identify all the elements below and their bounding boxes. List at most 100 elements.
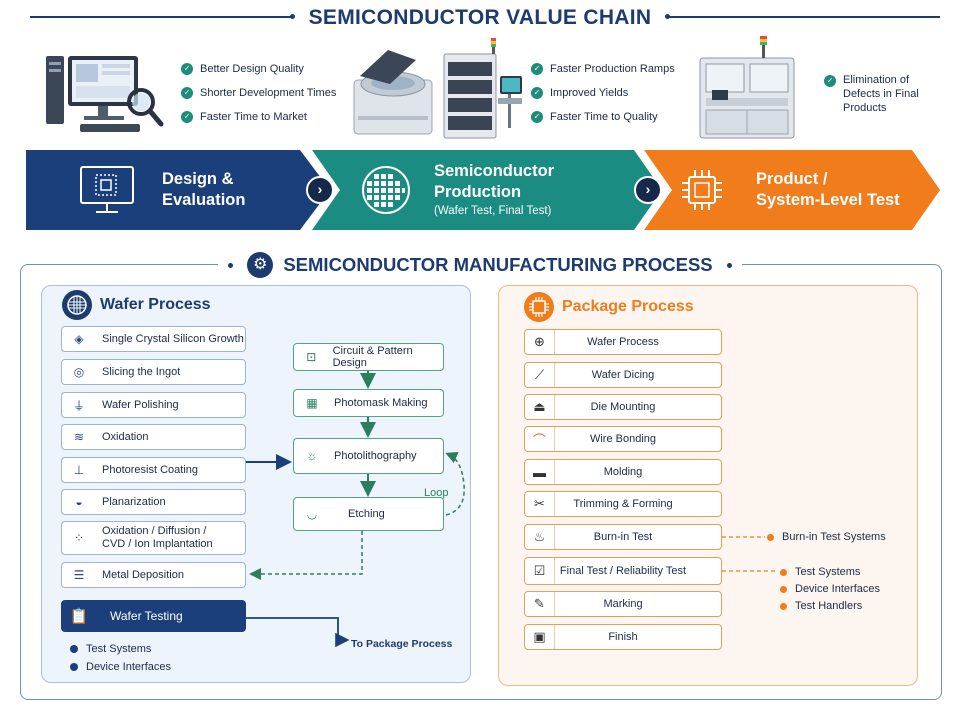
wafer-icon: [362, 166, 410, 214]
bullet-dot: [767, 533, 774, 541]
wafer-step: ⊥Photoresist Coating: [61, 457, 246, 483]
workstation-illustration: [46, 56, 164, 132]
production-benefit-item: ✓Faster Time to Quality: [531, 105, 675, 129]
design-benefit-item: ✓Faster Time to Market: [181, 105, 336, 129]
package-step: ▬Molding: [524, 459, 722, 485]
stage-design: Design & Evaluation: [78, 150, 308, 230]
package-step: ✂Trimming & Forming: [524, 491, 722, 517]
production-benefits-list: ✓Faster Production Ramps ✓Improved Yield…: [531, 57, 675, 129]
final-test-equipment-item: Test Systems: [780, 566, 860, 578]
wafer-step: ◈Single Crystal Silicon Growth: [61, 326, 246, 352]
wafer-step: ≋Oxidation: [61, 424, 246, 450]
blade-icon: ⟋: [525, 363, 555, 387]
design-benefits-list: ✓Better Design Quality ✓Shorter Developm…: [181, 57, 336, 129]
package-step: ⌒Wire Bonding: [524, 426, 722, 452]
litho-step: ⊡Circuit & Pattern Design: [293, 343, 444, 371]
package-process-header: Package Process: [524, 292, 694, 322]
package-step: ⟋Wafer Dicing: [524, 362, 722, 388]
to-package-label: To Package Process: [351, 638, 453, 650]
die-mount-icon: ⏏: [525, 395, 555, 419]
gear-icon: ⚙: [247, 252, 274, 278]
polishing-icon: ⏚: [72, 398, 85, 413]
dropper-icon: ⊥: [73, 463, 85, 477]
loop-label: Loop: [424, 487, 449, 499]
check-icon: ✓: [531, 111, 543, 123]
box-icon: ▣: [525, 625, 555, 649]
stage-test-shape: [644, 150, 940, 230]
check-icon: ✓: [181, 111, 193, 123]
heat-waves-icon: ≋: [73, 430, 85, 444]
dot-grid-icon: ⁘: [73, 531, 85, 545]
checklist-icon: ☑: [525, 558, 555, 584]
mold-icon: ▬: [525, 460, 555, 484]
package-step: ⊕Wafer Process: [524, 329, 722, 355]
page-title: SEMICONDUCTOR VALUE CHAIN: [308, 6, 652, 29]
package-step: ▣Finish: [524, 624, 722, 650]
title-dot: [228, 262, 234, 268]
litho-step: ▦Photomask Making: [293, 389, 444, 417]
check-icon: ✓: [531, 63, 543, 75]
check-icon: ✓: [824, 75, 836, 87]
stage-design-label: Design & Evaluation: [162, 170, 246, 209]
circuit-icon: ⊡: [306, 350, 317, 364]
title-dot-left: [290, 14, 295, 19]
wafer-legend-item: Device Interfaces: [70, 661, 171, 673]
etching-icon: ◡: [306, 507, 318, 521]
heat-icon: ♨: [525, 525, 555, 549]
litho-step: ◡Etching: [293, 497, 444, 531]
package-step: ♨Burn-in Test: [524, 524, 722, 550]
manufacturing-title-wrap: ⚙ SEMICONDUCTOR MANUFACTURING PROCESS: [0, 252, 960, 278]
stage-test: Product / System-Level Test: [680, 150, 920, 230]
ingot-saw-icon: ◎: [73, 365, 85, 379]
chevron-right-icon: ›: [634, 176, 662, 204]
chevron-right-icon: ›: [306, 176, 334, 204]
system-test-machine-illustration: [699, 36, 795, 139]
check-icon: ✓: [531, 87, 543, 99]
bullet-dot: [780, 585, 787, 593]
title-rule-left: [30, 16, 292, 18]
pen-icon: ✎: [525, 592, 555, 616]
wafer-testing-step: 📋 Wafer Testing: [61, 600, 246, 632]
wafer-prober-illustration: [353, 38, 522, 139]
title-dot-right: [665, 14, 670, 19]
package-step: ⏏Die Mounting: [524, 394, 722, 420]
crystal-icon: ◈: [74, 332, 84, 346]
bullet-dot: [780, 568, 787, 576]
wafer-step: ⁘Oxidation / Diffusion /CVD / Ion Implan…: [61, 521, 246, 555]
stage-design-shape: [26, 150, 330, 230]
chip-icon: [682, 170, 722, 210]
light-icon: ☼: [306, 449, 318, 463]
title-rule-right: [668, 16, 940, 18]
wafer-icon: ⊕: [525, 330, 555, 354]
production-benefit-item: ✓Improved Yields: [531, 81, 675, 105]
chip-icon: [524, 292, 554, 322]
wafer-step: ☰Metal Deposition: [61, 562, 246, 588]
layers-icon: ☰: [73, 568, 85, 582]
monitor-chip-icon: [80, 166, 134, 213]
production-benefit-item: ✓Faster Production Ramps: [531, 57, 675, 81]
package-step: ☑Final Test / Reliability Test: [524, 557, 722, 585]
check-icon: ✓: [181, 63, 193, 75]
wafer-process-header: Wafer Process: [62, 290, 211, 320]
final-test-equipment-item: Device Interfaces: [780, 583, 880, 595]
bullet-dot: [70, 663, 78, 671]
value-chain-banner: [26, 150, 940, 230]
stage-test-label: Product / System-Level Test: [756, 170, 900, 209]
dome-icon: ◒: [75, 495, 83, 509]
stage-production: Semiconductor Production (Wafer Test, Fi…: [360, 150, 640, 230]
wafer-icon: [62, 290, 92, 320]
design-benefit-item: ✓Shorter Development Times: [181, 81, 336, 105]
test-benefits-list: ✓ Elimination of Defects in Final Produc…: [824, 73, 923, 115]
stage-production-label: Semiconductor Production (Wafer Test, Fi…: [434, 162, 555, 217]
clipboard-icon: 📋: [69, 608, 89, 625]
wafer-step: ◒Planarization: [61, 489, 246, 515]
scissors-icon: ✂: [525, 492, 555, 516]
burnin-equipment-item: Burn-in Test Systems: [767, 531, 886, 543]
wafer-step: ◎Slicing the Ingot: [61, 359, 246, 385]
wafer-step: ⏚Wafer Polishing: [61, 392, 246, 418]
check-icon: ✓: [181, 87, 193, 99]
final-test-equipment-item: Test Handlers: [780, 600, 862, 612]
wire-bond-icon: ⌒: [525, 427, 555, 451]
package-step: ✎Marking: [524, 591, 722, 617]
design-benefit-item: ✓Better Design Quality: [181, 57, 336, 81]
